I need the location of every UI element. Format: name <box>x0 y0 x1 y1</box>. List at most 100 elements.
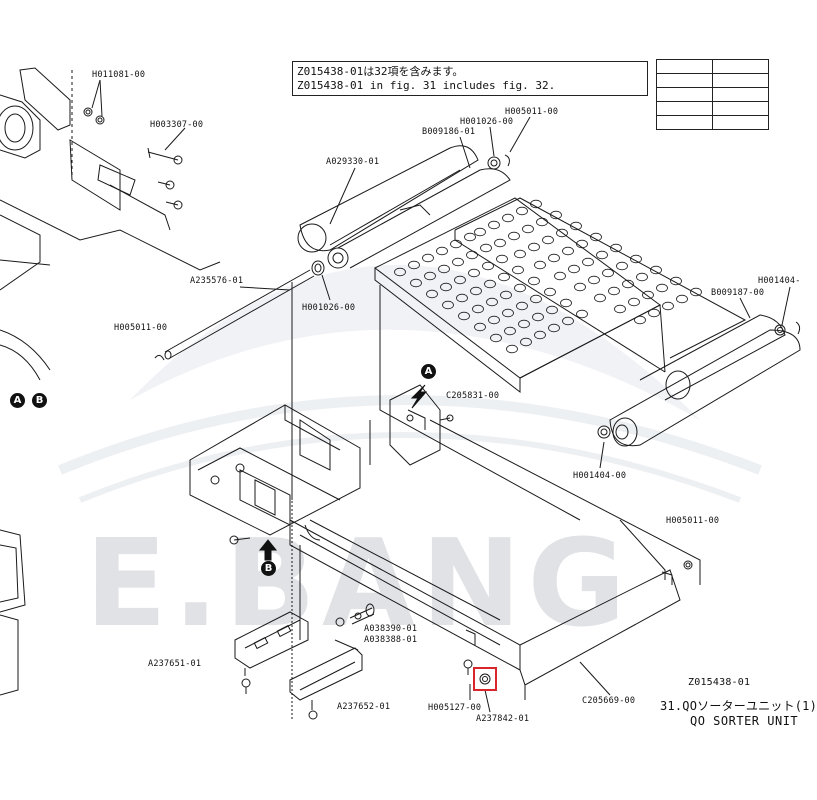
perforation-hole <box>562 316 574 326</box>
perforation-hole <box>490 333 502 343</box>
note-line-en: Z015438-01 in fig. 31 includes fig. 32. <box>297 79 556 92</box>
watermark-swoosh <box>58 264 762 503</box>
perforation-hole <box>608 286 620 296</box>
perforation-hole <box>562 246 574 256</box>
part-label[interactable]: H001404- <box>758 276 801 286</box>
perforation-hole <box>630 254 642 264</box>
figure-title-en: QO SORTER UNIT <box>690 714 799 728</box>
perforation-hole <box>424 271 436 281</box>
perforation-hole <box>676 294 688 304</box>
perforation-hole <box>614 304 626 314</box>
perforation-hole <box>596 250 608 260</box>
perforation-hole <box>574 282 586 292</box>
perforation-hole <box>642 290 654 300</box>
perforation-hole <box>532 312 544 322</box>
part-label[interactable]: A038390-01 <box>364 624 418 634</box>
perforation-hole <box>530 199 542 209</box>
perforation-hole <box>502 308 514 318</box>
base-frame <box>189 282 701 720</box>
part-label[interactable]: H003307-00 <box>150 120 204 130</box>
perforation-hole <box>622 279 634 289</box>
marker-b: B <box>261 561 276 576</box>
perforation-hole <box>506 344 518 354</box>
part-label[interactable]: A237651-01 <box>148 659 202 669</box>
perforation-hole <box>522 224 534 234</box>
perforation-hole <box>528 276 540 286</box>
perforation-hole <box>408 260 420 270</box>
perforation-hole <box>670 276 682 286</box>
perforation-hole <box>514 249 526 259</box>
perforation-hole <box>410 278 422 288</box>
watermark-text: E.BANG <box>85 515 632 654</box>
perforation-hole <box>486 297 498 307</box>
part-label[interactable]: H005011-00 <box>505 107 559 117</box>
perforation-hole <box>508 231 520 241</box>
perforation-hole <box>570 221 582 231</box>
part-label[interactable]: H001026-00 <box>302 303 356 313</box>
perforation-hole <box>422 253 434 263</box>
exploded-view-drawing <box>0 67 801 720</box>
perforation-hole <box>438 264 450 274</box>
revision-table <box>656 59 769 130</box>
perforation-hole <box>588 275 600 285</box>
part-label[interactable]: H005127-00 <box>428 703 482 713</box>
perforation-hole <box>594 293 606 303</box>
perforation-hole <box>520 337 532 347</box>
part-label[interactable]: A038388-01 <box>364 635 418 645</box>
part-label[interactable]: A237842-01 <box>476 714 530 724</box>
perforation-hole <box>454 275 466 285</box>
highlight-box <box>473 667 497 691</box>
perforation-hole <box>528 242 540 252</box>
perforation-hole <box>650 265 662 275</box>
perforation-hole <box>450 239 462 249</box>
part-label[interactable]: H005011-00 <box>666 516 720 526</box>
figure-title-jp: 31.QOソーターユニット(1) <box>660 699 817 713</box>
part-label[interactable]: C205669-00 <box>582 696 636 706</box>
perforation-hole <box>576 309 588 319</box>
perforation-hole <box>456 293 468 303</box>
perforation-hole <box>498 272 510 282</box>
part-label[interactable]: A235576-01 <box>190 276 244 286</box>
arrow-b <box>258 539 278 561</box>
perforation-hole <box>662 301 674 311</box>
perforation-hole <box>482 261 494 271</box>
perforation-hole <box>480 243 492 253</box>
part-label[interactable]: H011081-00 <box>92 70 146 80</box>
perforation-hole <box>648 308 660 318</box>
perforation-hole <box>554 271 566 281</box>
perforation-hole <box>544 287 556 297</box>
part-label[interactable]: A237652-01 <box>337 702 391 712</box>
perforation-hole <box>458 311 470 321</box>
part-label[interactable]: H001026-00 <box>460 117 514 127</box>
right-roller-assembly <box>597 286 801 469</box>
perforation-hole <box>542 235 554 245</box>
perforation-hole <box>568 264 580 274</box>
arrow-a <box>410 384 428 409</box>
perforation-hole <box>394 267 406 277</box>
perforation-hole <box>514 283 526 293</box>
perforation-hole <box>530 294 542 304</box>
perforation-hole <box>556 228 568 238</box>
perforation-hole <box>484 279 496 289</box>
perforation-hole <box>474 227 486 237</box>
perforation-hole <box>502 213 514 223</box>
marker-a-left: A <box>10 393 25 408</box>
perforation-hole <box>590 232 602 242</box>
perforation-hole <box>582 257 594 267</box>
part-label[interactable]: H005011-00 <box>114 323 168 333</box>
perforation-hole <box>548 253 560 263</box>
note-box: Z015438-01は32項を含みます。 Z015438-01 in fig. … <box>292 61 648 96</box>
perforation-hole <box>472 304 484 314</box>
part-label[interactable]: B009187-00 <box>711 288 765 298</box>
upper-roller-assembly <box>154 116 531 361</box>
perforation-hole <box>560 298 572 308</box>
part-label[interactable]: B009186-01 <box>422 127 476 137</box>
part-label[interactable]: H001404-00 <box>573 471 627 481</box>
perforation-hole <box>550 210 562 220</box>
perforation-hole <box>576 239 588 249</box>
perforation-hole <box>500 290 512 300</box>
perforation-hole <box>488 315 500 325</box>
part-label[interactable]: C205831-00 <box>446 391 500 401</box>
perforation-hole <box>602 268 614 278</box>
part-label[interactable]: A029330-01 <box>326 157 380 167</box>
